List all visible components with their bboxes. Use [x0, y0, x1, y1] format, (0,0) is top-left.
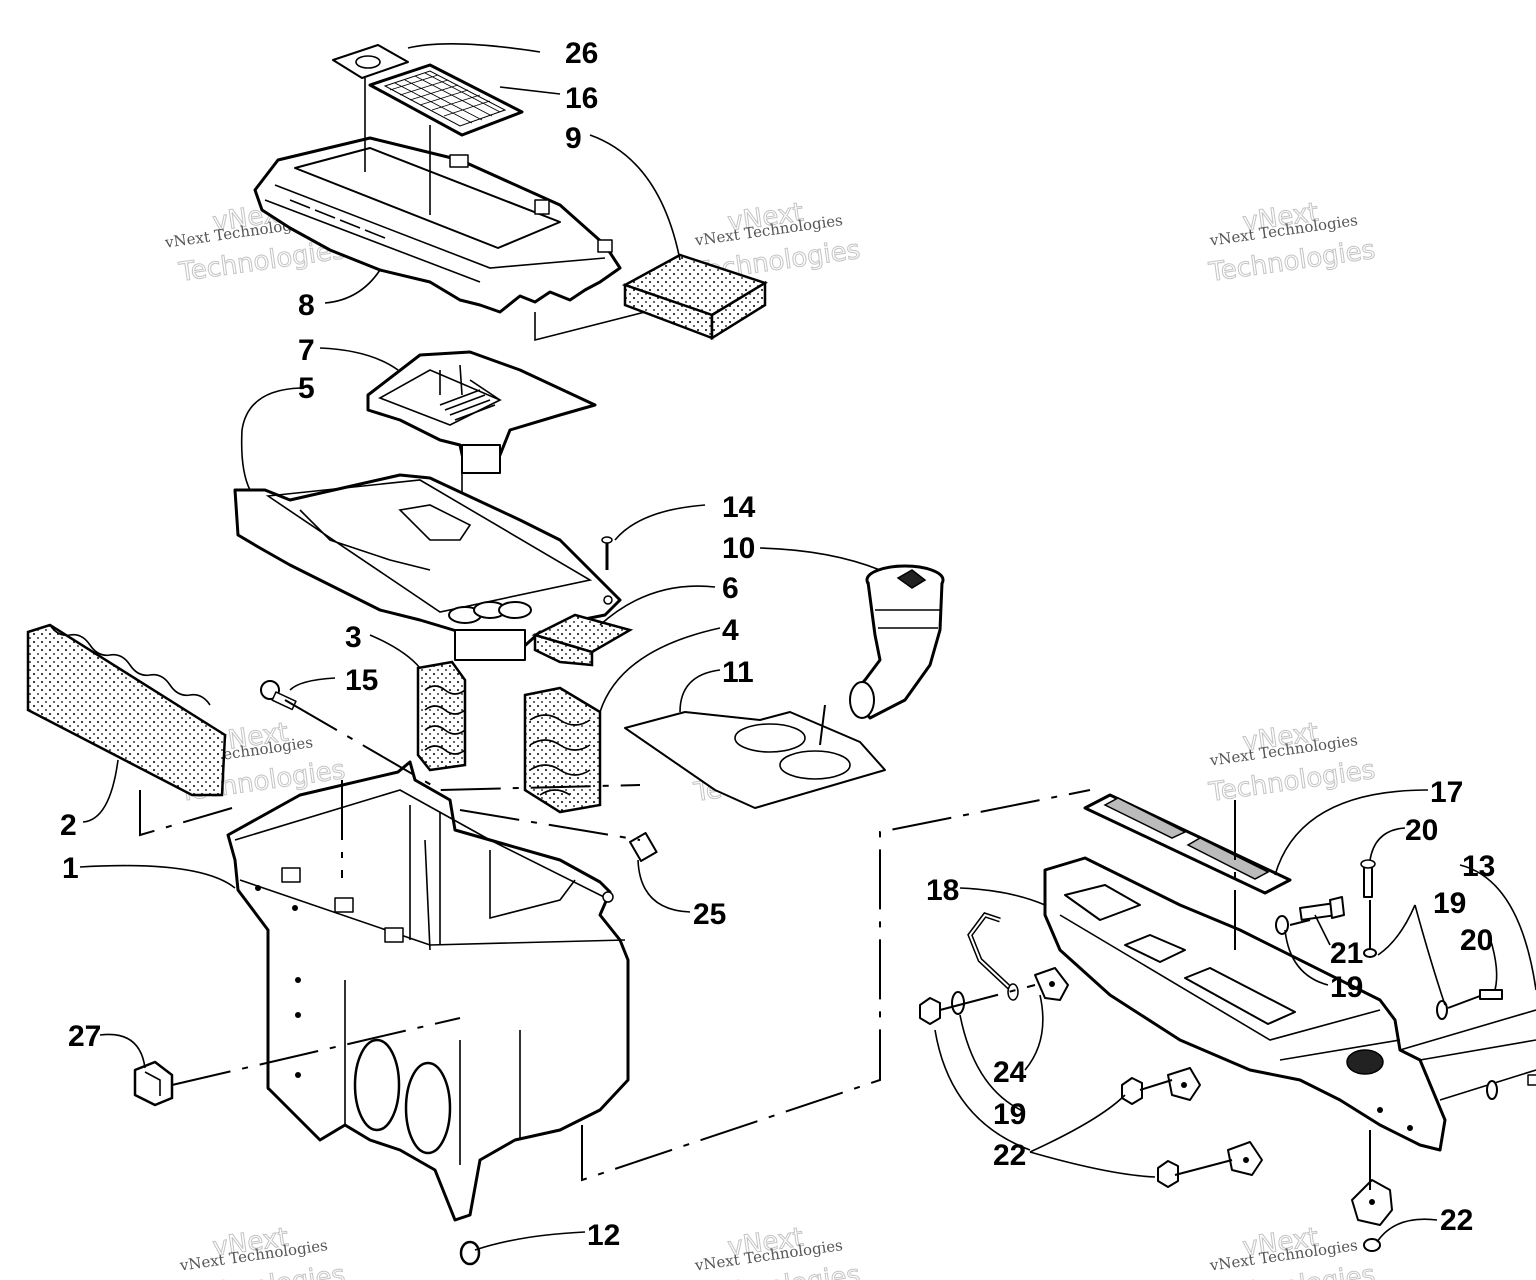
callout-6: 6	[722, 572, 739, 605]
callout-3: 3	[345, 621, 362, 654]
part-24-rod	[967, 912, 1019, 1001]
callout-25: 25	[693, 898, 726, 931]
part-18-bracket	[1043, 856, 1536, 1152]
callout-15: 15	[345, 664, 378, 697]
callout-14: 14	[722, 491, 756, 524]
part-12-grommet	[459, 1240, 481, 1266]
callout-18: 18	[926, 874, 959, 907]
part-17-gasket-frame	[1083, 793, 1292, 895]
callout-16: 16	[565, 82, 598, 115]
part-22-nut	[1121, 1077, 1143, 1105]
callout-1: 1	[62, 852, 79, 885]
part-16-filter-screen	[368, 63, 524, 137]
part-22-nut	[1363, 1238, 1381, 1252]
callout-21: 21	[1330, 937, 1363, 970]
part-22-nut	[1157, 1160, 1179, 1188]
watermark: vNext Technologies vNext Technologies	[1206, 1222, 1378, 1280]
callout-13: 13	[1462, 850, 1495, 883]
callout-10: 10	[722, 532, 755, 565]
part-19-washer	[951, 991, 965, 1015]
part-6-foam	[531, 613, 634, 667]
callout-19: 19	[993, 1098, 1026, 1131]
part-27-clip	[133, 1060, 174, 1107]
callout-19: 19	[1433, 887, 1466, 920]
leader-lines	[79, 43, 1536, 1251]
part-19-washer	[1363, 948, 1377, 958]
part-26-decal	[332, 44, 409, 79]
part-19-washer	[1436, 1000, 1448, 1020]
callout-19: 19	[1330, 971, 1363, 1004]
callout-12: 12	[587, 1219, 620, 1252]
assembly-lines	[139, 699, 1481, 1190]
part-3-foam-block	[416, 660, 467, 772]
callout-4: 4	[722, 614, 739, 647]
callout-27: 27	[68, 1020, 101, 1053]
part-11-gasket	[624, 711, 886, 809]
part-10-elbow	[849, 564, 945, 720]
part-14-screw	[601, 536, 613, 570]
part-5-base-plate	[233, 473, 622, 661]
callout-labels: 26 16 9 8 7 5 14 10 6 4 11 3 15 2 1 25 2…	[60, 37, 1495, 1252]
callout-20: 20	[1460, 924, 1493, 957]
hardware-group	[919, 859, 1536, 1252]
part-15-plug	[260, 680, 297, 711]
part-19-washer	[1275, 915, 1289, 935]
callout-24: 24	[993, 1056, 1027, 1089]
callout-26: 26	[565, 37, 598, 70]
part-25-connector	[629, 831, 658, 863]
watermark: vNext Technologies vNext Technologies	[691, 1222, 863, 1280]
watermark: vNext Technologies vNext Technologies	[1206, 197, 1378, 289]
watermark: vNext Technologies vNext Technologies	[1206, 717, 1378, 809]
part-22-nut	[919, 997, 941, 1025]
part-8-airbox-lid	[253, 78, 622, 314]
part-2-foam-strip	[26, 623, 227, 797]
part-1-airbox-housing	[226, 760, 630, 1222]
watermark: vNext Technologies vNext Technologies	[176, 1222, 348, 1280]
part-9-foam-filter	[534, 253, 768, 342]
callout-2: 2	[60, 809, 77, 842]
part-20-bolt	[1479, 989, 1503, 1000]
callout-17: 17	[1430, 776, 1463, 809]
part-20-bolt	[1363, 864, 1373, 898]
callout-20: 20	[1405, 814, 1438, 847]
part-4-foam-block	[523, 686, 602, 814]
callout-22: 22	[993, 1139, 1026, 1172]
callout-22: 22	[1440, 1204, 1473, 1237]
callout-8: 8	[298, 289, 315, 322]
callout-11: 11	[722, 656, 754, 689]
callout-9: 9	[565, 122, 582, 155]
part-7-silencer	[366, 350, 597, 600]
callout-7: 7	[298, 334, 315, 367]
callout-5: 5	[298, 372, 315, 405]
